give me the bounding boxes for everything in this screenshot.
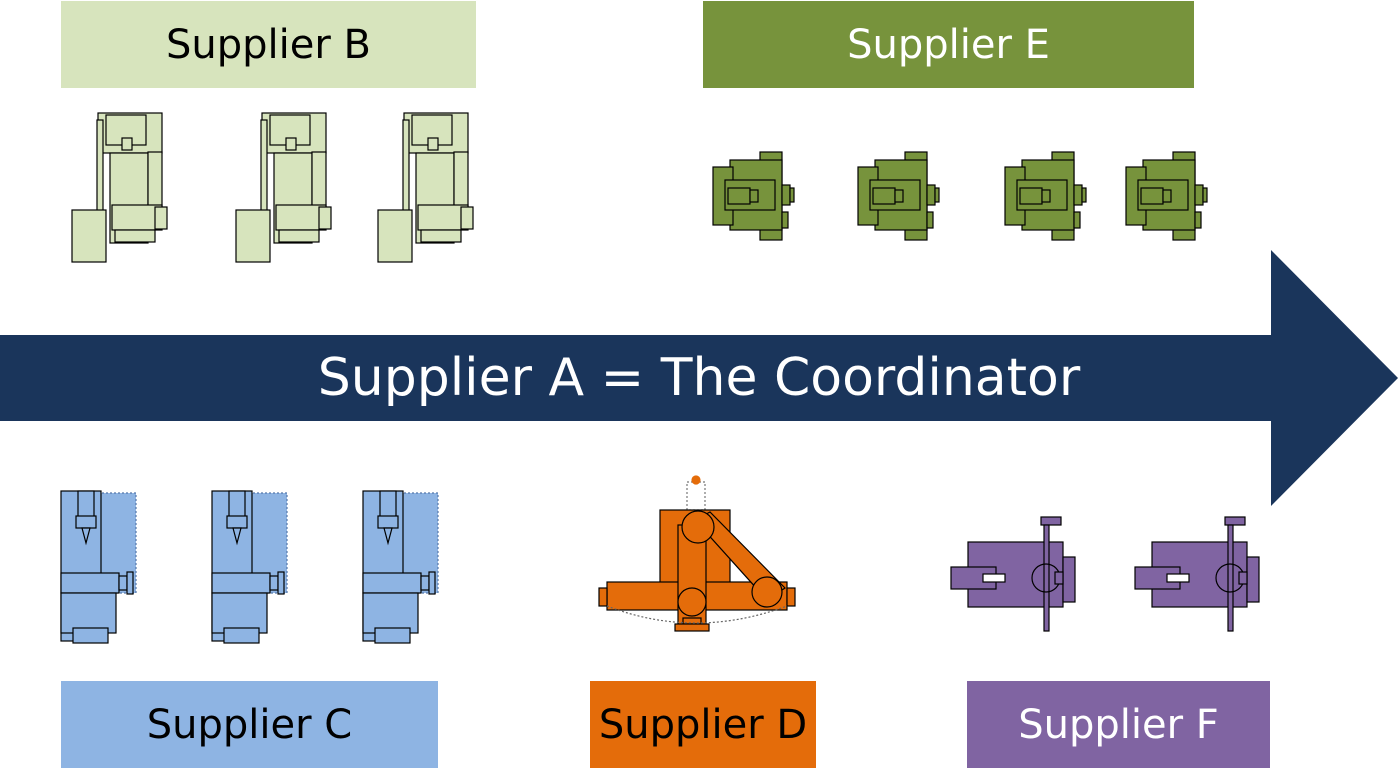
horizontal-machine-icon (1125, 151, 1208, 241)
supplier-f-label: Supplier F (967, 681, 1270, 768)
robot-arm-icon (598, 475, 796, 632)
coordinator-label: Supplier A = The Coordinator (317, 348, 1081, 408)
drill-press-icon (60, 490, 137, 644)
coordinator-arrow-shape (0, 250, 1398, 506)
horizontal-machine-icon (1004, 151, 1087, 241)
press-machine-icon (950, 516, 1076, 632)
supplier-c-label: Supplier C (61, 681, 438, 768)
supplier-d-label: Supplier D (590, 681, 816, 768)
supplier-b-label: Supplier B (61, 1, 476, 88)
supplier-e-label: Supplier E (703, 1, 1194, 88)
horizontal-machine-icon (712, 151, 795, 241)
vertical-milling-machine-icon (235, 112, 332, 263)
drill-press-icon (211, 490, 288, 644)
drill-press-icon (362, 490, 439, 644)
horizontal-machine-icon (857, 151, 940, 241)
press-machine-icon (1134, 516, 1260, 632)
vertical-milling-machine-icon (377, 112, 474, 263)
vertical-milling-machine-icon (71, 112, 168, 263)
